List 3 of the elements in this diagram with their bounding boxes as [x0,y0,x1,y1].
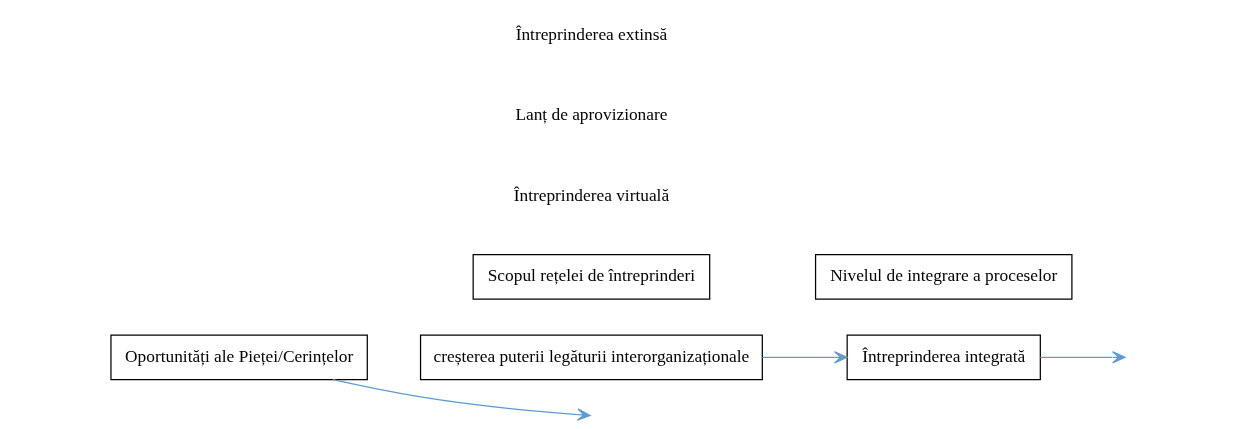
label: Întreprinderea extinsă [515,24,667,44]
label: Lanț de aprovizionare [514,105,667,125]
label: Întreprinderea virtuală [513,185,669,205]
